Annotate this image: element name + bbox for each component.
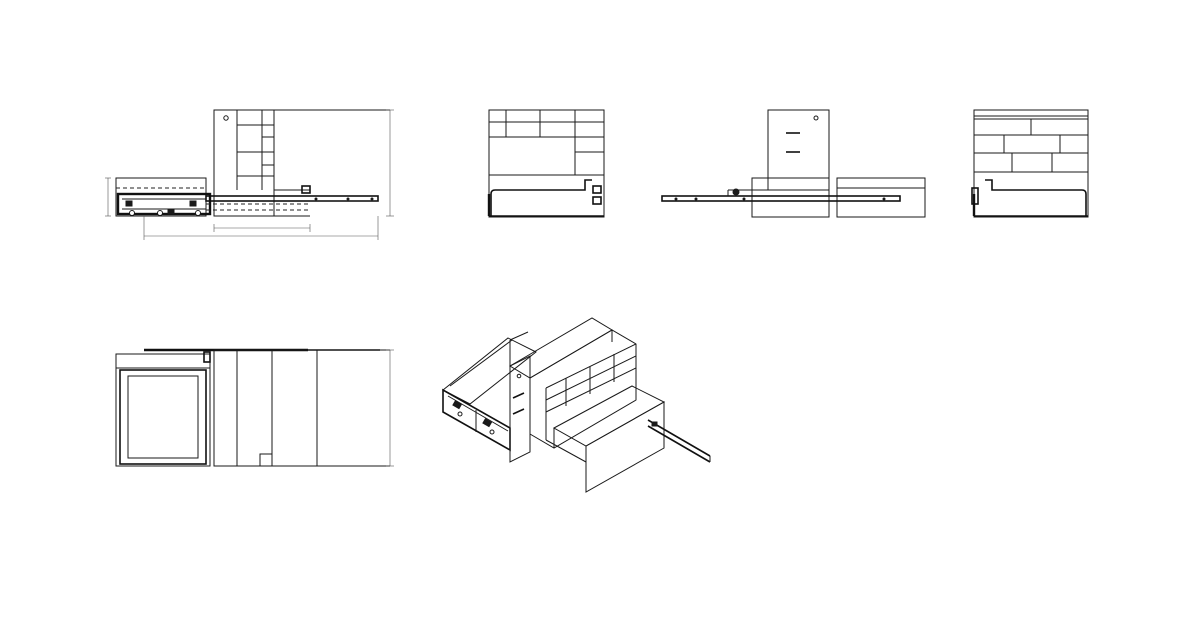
bed-outline bbox=[115, 353, 211, 467]
iso-rail bbox=[647, 419, 711, 457]
base-cabinet-outline bbox=[751, 177, 830, 218]
tower-top bbox=[509, 317, 613, 379]
top-plan-view bbox=[115, 348, 394, 467]
sliding-rail bbox=[661, 195, 901, 202]
bed-profile bbox=[490, 179, 592, 216]
desk-side bbox=[585, 401, 665, 493]
knob-icon bbox=[732, 188, 740, 196]
cabinet-outline bbox=[973, 109, 1089, 218]
hinge-icon bbox=[592, 196, 602, 205]
side-elevation-right-view bbox=[971, 109, 1089, 218]
mattress-outline bbox=[119, 369, 207, 465]
bed-end-outline bbox=[836, 177, 926, 218]
sliding-rail bbox=[205, 195, 379, 202]
back-elevation-view bbox=[661, 109, 926, 218]
handle-icon bbox=[813, 115, 819, 121]
isometric-view bbox=[442, 317, 711, 493]
hinge-icon bbox=[203, 351, 211, 363]
desk-outline bbox=[213, 349, 318, 467]
handle-icon bbox=[223, 115, 229, 121]
handle-icon bbox=[516, 373, 522, 379]
hinge-icon bbox=[592, 185, 602, 194]
shelving-unit-outline bbox=[213, 109, 275, 217]
cabinet-outline bbox=[488, 109, 605, 218]
tower-front bbox=[509, 355, 531, 463]
front-elevation-view bbox=[105, 109, 394, 240]
hinge-icon bbox=[301, 185, 311, 194]
bed-profile bbox=[985, 179, 1087, 216]
side-elevation-left-view bbox=[487, 109, 605, 218]
